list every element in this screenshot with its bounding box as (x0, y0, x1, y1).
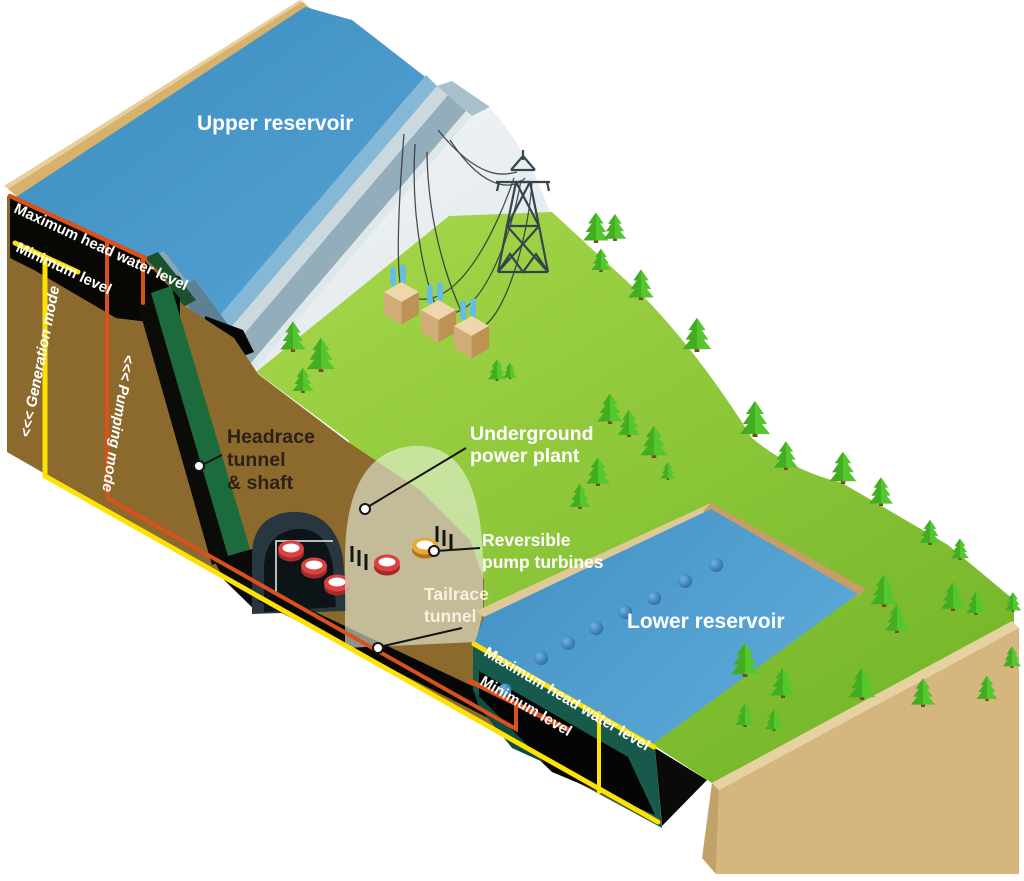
turbine-top (378, 557, 396, 567)
callout-leaders (193, 447, 481, 654)
lower-min-level-line (467, 678, 570, 732)
lower-rim-right (703, 503, 866, 597)
tailrace-dot (372, 642, 384, 654)
reversible-leader (435, 547, 481, 552)
cliff-left-shade (702, 783, 719, 874)
lower-reservoir (474, 503, 866, 744)
upper-levels-black-band (10, 198, 180, 326)
lower-rim-left (476, 503, 719, 617)
cliff-top-band (712, 621, 1019, 790)
grass-hillside (256, 212, 1014, 783)
reversible-line1: Reversible (482, 530, 571, 550)
headrace-line3: & shaft (227, 472, 294, 494)
water-bubbles (498, 558, 723, 697)
headrace-dot (193, 460, 205, 472)
turbine-top (282, 543, 300, 553)
cavern-frame (275, 540, 333, 592)
turbine-top (416, 540, 434, 550)
underground-leader (365, 447, 467, 509)
pumping-mode-line (7, 193, 570, 733)
tailrace-line1: Tailrace (424, 584, 489, 604)
dam-crest-endcap (437, 81, 490, 116)
tailrace-callout: Tailrace tunnel (424, 584, 489, 626)
lower-water-surface (474, 509, 858, 744)
lower-max-level-line (471, 641, 657, 750)
lower-cut-right-wedge (655, 748, 707, 826)
pumping-route (105, 239, 518, 733)
turbine-top (328, 577, 346, 587)
headrace-shaft (151, 286, 250, 559)
transmission (384, 129, 551, 359)
headrace-callout: Headrace tunnel & shaft (227, 426, 315, 494)
generation-route (42, 254, 661, 825)
underground-line2: power plant (470, 445, 580, 467)
turbine-tick-marks (350, 526, 453, 570)
upper-reservoir-label: Upper reservoir (197, 112, 353, 135)
headrace-line1: Headrace (227, 426, 315, 448)
underground-callout: Underground power plant (470, 423, 593, 467)
generation-mode-line (12, 240, 661, 825)
shaft-shadow-band (136, 293, 229, 565)
tailrace-leader (378, 627, 463, 648)
intake-green-wedge (142, 252, 196, 310)
dam-face (163, 108, 550, 478)
underground-line1: Underground (470, 423, 593, 445)
lower-reservoir-label: Lower reservoir (627, 610, 785, 633)
reversible-dot (428, 545, 440, 557)
turbine-top (305, 560, 323, 570)
cliff-face (716, 628, 1019, 874)
upper-max-level-line (7, 193, 148, 261)
upper-water-surface (16, 7, 437, 448)
headrace-line2: tunnel (227, 449, 286, 471)
reversible-line2: pump turbines (482, 552, 604, 572)
transmission-tower-icon (495, 150, 551, 274)
reversible-callout: Reversible pump turbines (482, 530, 604, 572)
underground-dot (359, 503, 371, 515)
tailrace-line2: tunnel (424, 606, 477, 626)
turbines-inside (278, 540, 350, 596)
sand-cliff (702, 621, 1019, 874)
